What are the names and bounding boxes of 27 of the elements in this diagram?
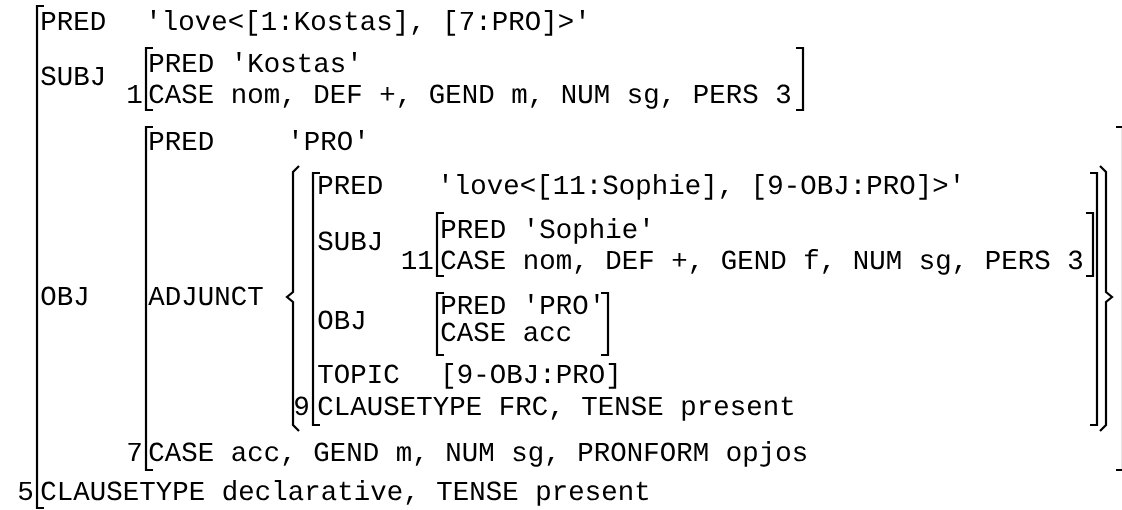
attribute-value: 'love<[11:Sophie], [9-OBJ:PRO]>' — [443, 174, 959, 200]
feature-line: PRED 'Kostas' — [150, 52, 356, 73]
attribute-name: SUBJ — [318, 231, 380, 251]
attribute-value: 'love<[1:Kostas], [7:PRO]>' — [151, 10, 584, 36]
index-number: 9 — [295, 396, 308, 416]
index-number: 7 — [128, 442, 141, 461]
attribute-value: [9-OBJ:PRO] — [445, 363, 617, 389]
attribute-name: OBJ — [41, 286, 87, 306]
feature-line: PRED 'Sophie' — [442, 218, 648, 244]
feature-line: CASE acc — [441, 322, 571, 342]
index-number: 5 — [19, 481, 33, 501]
attribute-name: TOPIC — [318, 364, 399, 384]
attribute-name: SUBJ — [41, 66, 103, 86]
attribute-name: PRED — [319, 175, 382, 194]
feature-line: PRED 'PRO' — [442, 294, 599, 315]
feature-line: CASE nom, DEF +, GEND f, NUM sg, PERS 3 — [441, 249, 1082, 275]
feature-line: CLAUSETYPE declarative, TENSE present — [41, 480, 648, 506]
index-number: 1 — [128, 84, 142, 103]
attribute-name: PRED — [150, 131, 213, 150]
index-number: 11 — [402, 250, 433, 269]
attribute-name: ADJUNCT — [148, 286, 263, 306]
attribute-value: 'PRO' — [293, 130, 363, 151]
attribute-name: OBJ — [318, 310, 364, 330]
feature-line: CASE nom, DEF +, GEND m, NUM sg, PERS 3 — [149, 84, 790, 109]
feature-line: CLAUSETYPE FRC, TENSE present — [318, 396, 793, 421]
feature-line: CASE acc, GEND m, NUM sg, PRONFORM opjos — [149, 441, 806, 467]
attribute-name: PRED — [42, 11, 105, 30]
